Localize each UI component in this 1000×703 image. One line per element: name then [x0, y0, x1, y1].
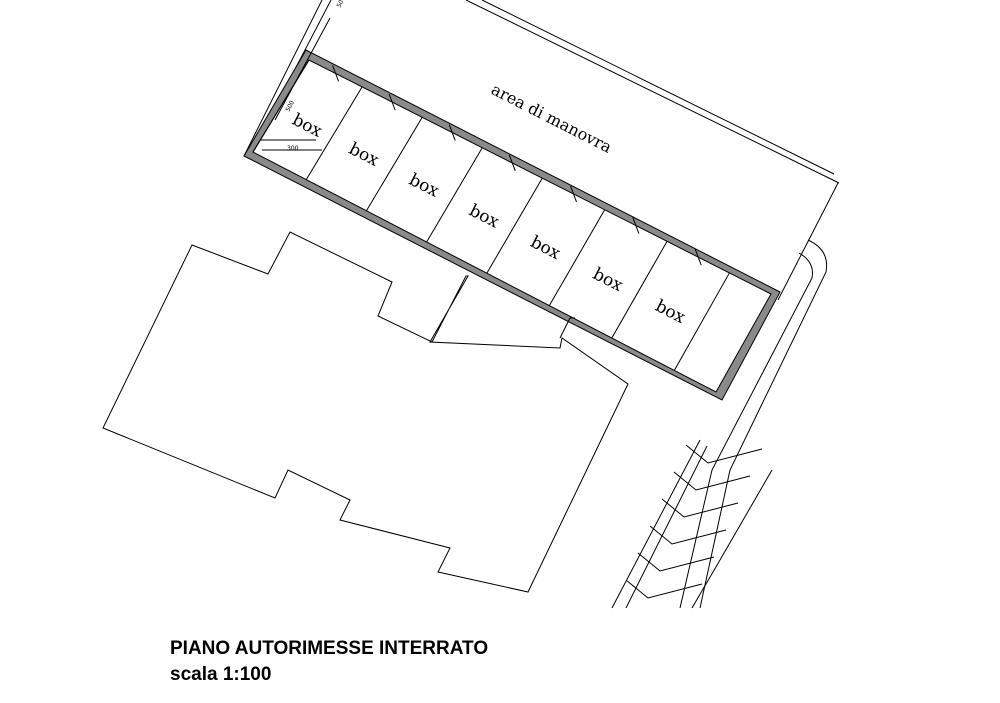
- box-divider: [486, 177, 543, 274]
- drawing-title: PIANO AUTORIMESSE INTERRATO: [170, 638, 489, 659]
- ramp-chevron: [625, 579, 703, 599]
- door-tick: [388, 93, 396, 111]
- box-divider: [252, 59, 310, 153]
- ramp-chevron: [637, 552, 715, 572]
- door-tick: [508, 154, 516, 172]
- box-divider: [426, 147, 483, 243]
- box-divider: [611, 241, 668, 339]
- box-divider: [366, 117, 423, 212]
- box-divider: [305, 86, 363, 180]
- dimension-width-label: 300: [287, 145, 299, 152]
- door-tick: [448, 124, 456, 141]
- ramp: [611, 239, 828, 609]
- building-outline: [102, 231, 629, 593]
- dimension-marks: 500 300 50: [260, 0, 345, 152]
- door-tick: [570, 185, 577, 203]
- garage-block: [243, 49, 781, 401]
- dimension-depth-label: 500: [285, 99, 297, 113]
- ramp-chevron: [685, 444, 763, 464]
- door-tick: [694, 248, 702, 266]
- building-link: [559, 317, 575, 339]
- door-tick: [332, 65, 340, 82]
- ramp-chevron: [661, 498, 739, 518]
- box-divider: [548, 209, 606, 306]
- door-tick: [632, 217, 640, 234]
- ramp-chevron: [649, 525, 727, 545]
- ramp-chevron: [673, 471, 751, 491]
- dimension-top-label: 50: [336, 0, 346, 9]
- box-divider: [673, 272, 730, 371]
- area-label: area di manovra: [488, 80, 615, 157]
- drawing-scale: scala 1:100: [170, 664, 272, 685]
